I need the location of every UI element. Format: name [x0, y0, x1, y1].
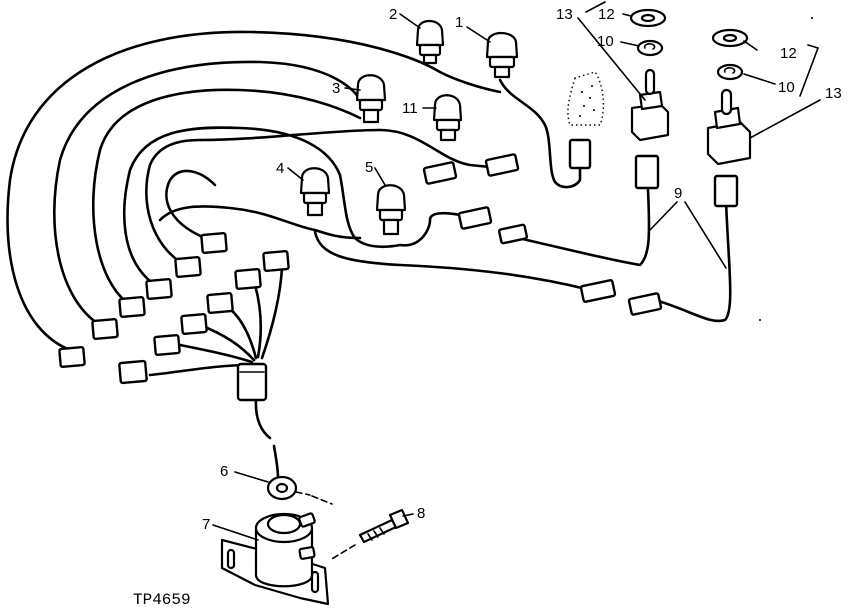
lamp-11: [432, 94, 463, 142]
callout-12-right: 12: [780, 45, 797, 62]
callout-6: 6: [220, 463, 228, 480]
mounting-bolt: [329, 508, 410, 561]
harness-connectors: [58, 138, 739, 402]
callout-13-left: 13: [556, 6, 573, 23]
figure-code: TP4659: [133, 591, 191, 609]
callout-8: 8: [417, 505, 425, 522]
leader-lines: [212, 1, 821, 541]
dotted-outline: [567, 71, 605, 126]
ring-terminal: [266, 475, 333, 505]
callout-labels: 1 2 3 11 4 5 6 7 8 9 13 12 10 12 10 13: [202, 6, 842, 533]
callout-5: 5: [365, 159, 373, 176]
solenoid-relay: [220, 512, 330, 606]
callout-7: 7: [202, 516, 210, 533]
callout-12-left: 12: [598, 6, 615, 23]
callout-4: 4: [276, 160, 284, 177]
callout-10-left: 10: [597, 33, 614, 50]
lamp-2: [415, 19, 445, 65]
toggle-switch-left: [630, 68, 670, 142]
indicator-lamps: [299, 19, 519, 236]
callout-2: 2: [389, 6, 397, 23]
callout-10-right: 10: [778, 79, 795, 96]
washers-and-nuts: [629, 8, 749, 81]
lamp-3: [355, 74, 387, 124]
lamp-5: [375, 184, 407, 236]
callout-9: 9: [674, 185, 682, 202]
callout-13-right: 13: [825, 85, 842, 102]
lamp-1: [485, 31, 519, 79]
lamp-4: [299, 167, 331, 217]
toggle-switch-right: [706, 88, 752, 166]
callout-3: 3: [332, 80, 340, 97]
callout-11: 11: [402, 100, 418, 117]
callout-1: 1: [455, 14, 463, 31]
